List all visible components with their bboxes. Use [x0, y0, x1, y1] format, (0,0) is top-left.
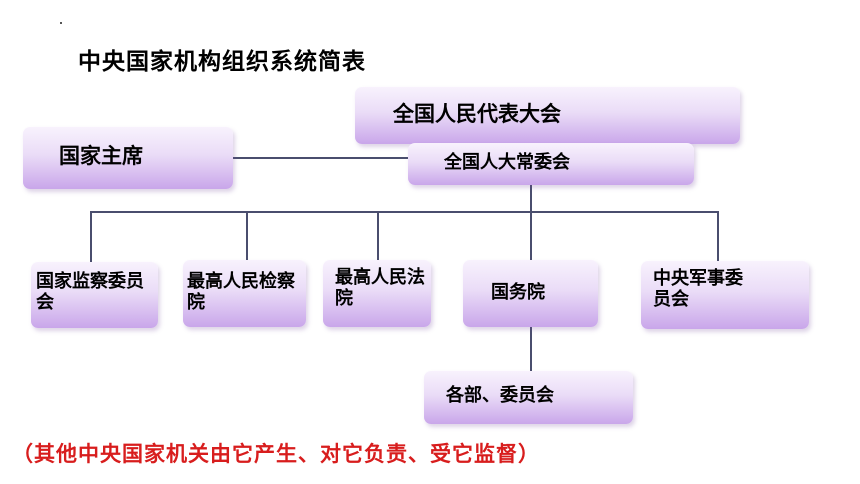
connector-horizontal-bus [90, 211, 719, 213]
connector-standing-down [530, 184, 532, 211]
node-president-label: 国家主席 [59, 144, 143, 168]
node-court: 最高人民法院 [323, 260, 431, 327]
node-npc-label: 全国人民代表大会 [393, 102, 561, 126]
connector-to-procuratorate [246, 211, 248, 263]
node-npc-standing-label: 全国人大常委会 [444, 152, 570, 173]
node-supervision-label: 国家监察委员会 [36, 271, 144, 313]
node-president: 国家主席 [23, 127, 233, 189]
node-npc-standing: 全国人大常委会 [408, 143, 694, 185]
node-court-label: 最高人民法院 [335, 267, 425, 309]
node-ministries: 各部、委员会 [424, 371, 633, 424]
node-state-council: 国务院 [463, 260, 598, 327]
page-title: 中央国家机构组织系统简表 [78, 49, 366, 75]
node-ministries-label: 各部、委员会 [446, 385, 554, 406]
connector-president-standing [233, 157, 410, 159]
connector-to-court [377, 211, 379, 263]
connector-state-council-ministries [530, 326, 532, 372]
node-supervision: 国家监察委员会 [31, 262, 158, 328]
footnote: （其他中央国家机关由它产生、对它负责、受它监督） [12, 442, 540, 466]
connector-to-supervision [90, 211, 92, 263]
connector-to-state-council [530, 211, 532, 263]
node-npc: 全国人民代表大会 [355, 87, 740, 144]
connector-to-military [717, 211, 719, 263]
node-procuratorate-label: 最高人民检察院 [187, 271, 295, 313]
node-military: 中央军事委员会 [641, 261, 809, 329]
dot-mark [60, 22, 62, 24]
node-state-council-label: 国务院 [491, 282, 545, 303]
node-military-label: 中央军事委员会 [653, 268, 743, 310]
node-procuratorate: 最高人民检察院 [183, 260, 306, 327]
